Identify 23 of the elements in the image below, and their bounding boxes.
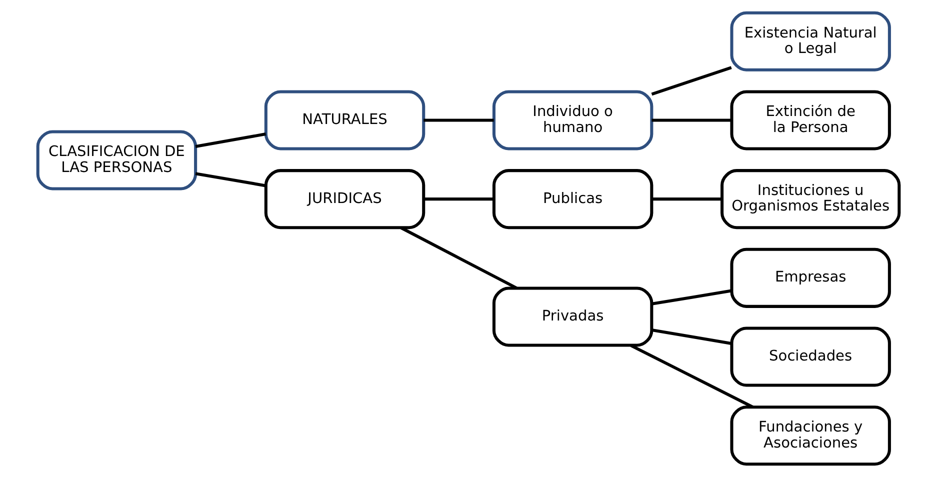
connector bbox=[195, 172, 266, 188]
node-box: Empresas bbox=[730, 248, 891, 308]
connector bbox=[195, 132, 266, 148]
connector bbox=[652, 289, 732, 306]
connector bbox=[652, 328, 732, 345]
node-box: CLASIFICACION DE LAS PERSONAS bbox=[36, 130, 198, 190]
connector bbox=[630, 344, 754, 408]
node-box: Privadas bbox=[492, 286, 654, 347]
connector bbox=[652, 198, 722, 201]
node-box: Fundaciones y Asociaciones bbox=[730, 406, 891, 466]
node-box: Extinción de la Persona bbox=[730, 90, 891, 150]
node-box: Sociedades bbox=[730, 326, 891, 387]
node-box: Individuo o humano bbox=[492, 90, 654, 150]
node-box: Existencia Natural o Legal bbox=[730, 11, 891, 72]
node-box: NATURALES bbox=[264, 90, 426, 150]
connector bbox=[424, 198, 494, 201]
node-box: Instituciones u Organismos Estatales bbox=[720, 169, 901, 230]
node-box: JURIDICAS bbox=[264, 169, 426, 230]
connector bbox=[424, 118, 494, 122]
connector bbox=[651, 66, 732, 96]
node-box: Publicas bbox=[492, 169, 654, 230]
connector bbox=[652, 118, 732, 122]
connector bbox=[400, 226, 518, 290]
